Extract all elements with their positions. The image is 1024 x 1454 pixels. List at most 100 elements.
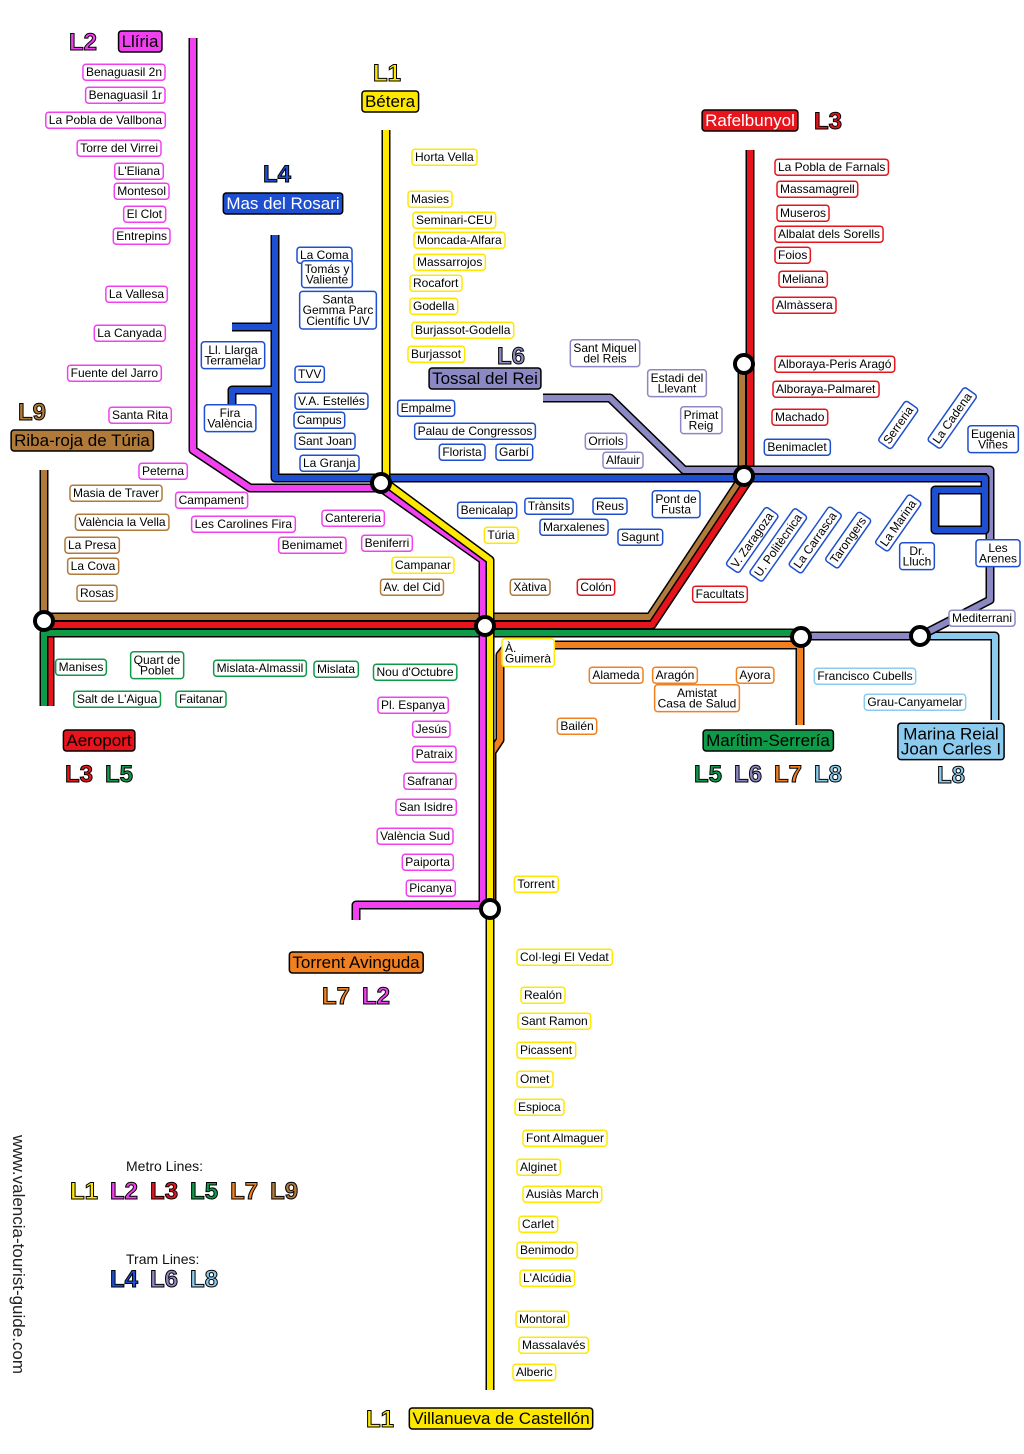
station-label[interactable]: Manises: [54, 658, 108, 676]
station-label[interactable]: Patraix: [411, 745, 457, 763]
station-label[interactable]: Salt de L'Aigua: [73, 690, 162, 708]
station-label[interactable]: Xàtiva: [509, 578, 551, 596]
station-label[interactable]: La Pobla de Vallbona: [45, 111, 167, 129]
station-label[interactable]: La Granja: [299, 454, 360, 472]
station-label[interactable]: Torre del Virrei: [76, 139, 162, 157]
interchange-node[interactable]: [479, 898, 501, 920]
station-label[interactable]: Campus: [293, 411, 346, 429]
station-label[interactable]: Massalavés: [518, 1336, 590, 1354]
station-label[interactable]: Mislata-Almassil: [212, 659, 308, 677]
station-label[interactable]: Garbí: [495, 443, 534, 461]
station-label[interactable]: Alameda: [588, 666, 644, 684]
station-label[interactable]: Font Almaguer: [522, 1129, 608, 1147]
interchange-node[interactable]: [370, 472, 392, 494]
station-label[interactable]: Albalat dels Sorells: [774, 225, 884, 243]
station-label[interactable]: Jesús: [411, 720, 451, 738]
station-label[interactable]: La Vallesa: [105, 285, 169, 303]
station-label[interactable]: Alboraya-Palmaret: [772, 380, 880, 398]
terminus-4[interactable]: Tossal del Rei: [428, 367, 542, 390]
station-label[interactable]: Campanar: [391, 556, 455, 574]
station-label[interactable]: Nou d'Octubre: [372, 663, 458, 681]
station-label[interactable]: La Cova: [66, 557, 120, 575]
station-label[interactable]: Rosas: [76, 584, 118, 602]
station-label[interactable]: Sant Ramon: [517, 1012, 592, 1030]
station-label[interactable]: Rocafort: [409, 274, 463, 292]
station-label[interactable]: Fuente del Jarro: [66, 364, 163, 382]
station-label[interactable]: Florista: [438, 443, 486, 461]
station-label[interactable]: Santa Rita: [108, 406, 173, 424]
station-label[interactable]: Machado: [771, 408, 829, 426]
station-label[interactable]: Francisco Cubells: [813, 667, 917, 685]
interchange-node[interactable]: [733, 465, 755, 487]
station-label[interactable]: Mislata: [313, 660, 360, 678]
station-label[interactable]: La Coma: [296, 246, 353, 264]
station-label[interactable]: Grau-Canyamelar: [863, 693, 967, 711]
terminus-2[interactable]: Rafelbunyol: [701, 109, 799, 132]
station-label[interactable]: València Sud: [376, 827, 454, 845]
terminus-1[interactable]: Bétera: [361, 90, 420, 113]
terminus-3[interactable]: Mas del Rosari: [222, 192, 344, 215]
station-label[interactable]: Montesol: [113, 182, 170, 200]
station-label[interactable]: Bailén: [556, 717, 598, 735]
station-label[interactable]: Benaguasil 1r: [84, 86, 166, 104]
station-label[interactable]: Sagunt: [617, 528, 664, 546]
station-label[interactable]: Benicalap: [456, 501, 518, 519]
station-label[interactable]: Campament: [174, 491, 249, 509]
station-label[interactable]: Realón: [520, 986, 566, 1004]
station-label[interactable]: Safranar: [403, 772, 457, 790]
interchange-node[interactable]: [790, 626, 812, 648]
station-label[interactable]: El Clot: [122, 205, 167, 223]
station-label[interactable]: Sant Joan: [294, 432, 356, 450]
station-label[interactable]: València la Vella: [74, 513, 170, 531]
station-label[interactable]: Alginet: [516, 1158, 562, 1176]
station-label[interactable]: Masies: [407, 190, 453, 208]
station-label[interactable]: Aragón: [651, 666, 699, 684]
station-label[interactable]: Facultats: [691, 585, 749, 603]
station-label[interactable]: Benimodo: [516, 1241, 579, 1259]
station-label[interactable]: Empalme: [396, 399, 456, 417]
station-label[interactable]: Carlet: [518, 1215, 559, 1233]
station-label[interactable]: Alfauir: [602, 451, 644, 469]
station-label[interactable]: Mediterrani: [948, 609, 1016, 627]
station-label[interactable]: Entrepins: [112, 227, 171, 245]
station-label[interactable]: Palau de Congressos: [413, 422, 537, 440]
station-label[interactable]: Torrent: [513, 875, 560, 893]
station-label[interactable]: Museros: [776, 204, 830, 222]
interchange-node[interactable]: [909, 625, 931, 647]
station-label[interactable]: TVV: [294, 365, 326, 383]
station-label[interactable]: Burjassot: [407, 345, 466, 363]
station-label[interactable]: V.A. Estellés: [294, 392, 369, 410]
station-label[interactable]: Alboraya-Peris Aragó: [774, 355, 896, 373]
terminus-10[interactable]: Villanueva de Castellón: [408, 1407, 594, 1430]
station-label[interactable]: L'Eliana: [113, 162, 165, 180]
station-label[interactable]: Massarrojos: [413, 253, 487, 271]
station-label[interactable]: Dr.Lluch: [898, 542, 936, 571]
station-label[interactable]: Massamagrell: [776, 180, 859, 198]
station-label[interactable]: Colón: [576, 578, 616, 596]
station-label[interactable]: Orriols: [584, 432, 628, 450]
station-label[interactable]: Col·legi El Vedat: [516, 948, 614, 966]
station-label[interactable]: San Isidre: [395, 798, 458, 816]
station-label[interactable]: Benimamet: [277, 536, 347, 554]
station-label[interactable]: Serreria: [878, 400, 919, 450]
station-label[interactable]: Beniferri: [360, 534, 414, 552]
station-label[interactable]: Marxalenes: [539, 518, 609, 536]
station-label[interactable]: Paiporta: [401, 853, 455, 871]
station-label[interactable]: Picanya: [405, 879, 457, 897]
station-label[interactable]: Reus: [592, 497, 628, 515]
station-label[interactable]: Meliana: [778, 270, 829, 288]
station-label[interactable]: Cantereria: [321, 509, 386, 527]
station-label[interactable]: Benimaclet: [763, 438, 832, 456]
station-label[interactable]: Trànsits: [524, 497, 574, 515]
station-label[interactable]: Moncada-Alfara: [413, 231, 506, 249]
station-label[interactable]: Montoral: [515, 1310, 570, 1328]
station-label[interactable]: Faitanar: [175, 690, 227, 708]
station-label[interactable]: Les Carolines Fira: [190, 515, 297, 533]
